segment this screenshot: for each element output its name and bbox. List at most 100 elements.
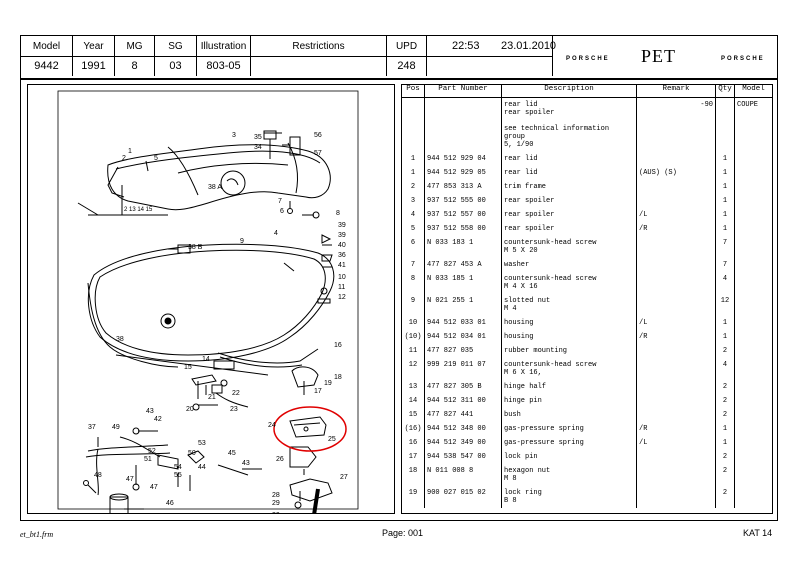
row-qty: 1 — [715, 180, 735, 194]
svg-text:43: 43 — [146, 408, 154, 415]
svg-text:55: 55 — [174, 472, 182, 479]
svg-text:2: 2 — [122, 155, 126, 162]
col-pos: Pos — [402, 85, 425, 98]
svg-text:21: 21 — [208, 394, 216, 401]
svg-text:27: 27 — [340, 474, 348, 481]
svg-text:47: 47 — [126, 476, 134, 483]
update-time: 22:53 — [452, 40, 480, 52]
sg-value: 03 — [169, 60, 182, 72]
row-model — [735, 330, 773, 344]
row-pos: 2 — [402, 180, 425, 194]
row-model — [735, 194, 773, 208]
row-description: rubber mounting — [501, 344, 637, 358]
row-qty: 4 — [715, 358, 735, 380]
row-part-number: 937 512 555 00 — [424, 194, 502, 208]
row-description: countersunk-head screw M 4 X 16 — [501, 272, 637, 294]
row-remark — [636, 272, 716, 294]
parts-diagram[interactable]: 1 2 5 3 38 A 35 34 56 57 7 6 8 4 39 39 4… — [27, 84, 395, 514]
svg-text:42: 42 — [154, 416, 162, 423]
svg-text:34: 34 — [254, 144, 262, 151]
row-remark: /L — [636, 436, 716, 450]
svg-text:40: 40 — [338, 242, 346, 249]
col-description: Description — [501, 85, 637, 98]
svg-text:47: 47 — [150, 484, 158, 491]
model-value: 9442 — [34, 60, 59, 72]
row-remark: (AUS) (S) — [636, 166, 716, 180]
row-remark — [636, 344, 716, 358]
row-qty: 7 — [715, 258, 735, 272]
row-part-number: N 033 183 1 — [424, 236, 502, 258]
footer-page: Page: 001 — [382, 528, 424, 538]
svg-text:50: 50 — [188, 450, 196, 457]
model-cell: Model 9442 — [21, 36, 73, 76]
svg-text:28: 28 — [272, 492, 280, 499]
row-part-number: 944 512 311 00 — [424, 394, 502, 408]
row-model — [735, 222, 773, 236]
row-qty: 1 — [715, 316, 735, 330]
exploded-view-illustration: 1 2 5 3 38 A 35 34 56 57 7 6 8 4 39 39 4… — [57, 90, 359, 514]
svg-text:48: 48 — [94, 472, 102, 479]
row-pos: 12 — [402, 358, 425, 380]
row-part-number: 477 853 313 A — [424, 180, 502, 194]
row-model — [735, 486, 773, 508]
svg-text:11: 11 — [338, 284, 345, 291]
row-remark: /R — [636, 330, 716, 344]
row-qty: 2 — [715, 464, 735, 486]
row-model — [735, 166, 773, 180]
svg-text:39: 39 — [338, 222, 346, 229]
illustration-label: Illustration — [200, 41, 247, 52]
row-qty: 1 — [715, 194, 735, 208]
row-pos: 19 — [402, 486, 425, 508]
row-model: COUPE — [737, 101, 759, 109]
svg-text:30: 30 — [272, 512, 280, 514]
row-pos: 3 — [402, 194, 425, 208]
row-qty: 2 — [715, 394, 735, 408]
header-bar: Model 9442 Year 1991 MG 8 SG 03 Illustra… — [21, 36, 777, 80]
row-remark — [636, 180, 716, 194]
document-frame: Model 9442 Year 1991 MG 8 SG 03 Illustra… — [20, 35, 778, 521]
row-remark: /R — [636, 222, 716, 236]
row-qty: 1 — [715, 422, 735, 436]
svg-text:36: 36 — [338, 252, 346, 259]
row-pos — [402, 97, 425, 152]
svg-text:54: 54 — [174, 464, 182, 471]
row-description: hexagon nut M 8 — [501, 464, 637, 486]
row-pos: 7 — [402, 258, 425, 272]
parts-table: Pos Part Number Description Remark Qty M… — [402, 85, 772, 508]
sg-label: SG — [168, 41, 183, 52]
row-qty: 2 — [715, 486, 735, 508]
svg-text:43: 43 — [242, 460, 250, 467]
row-qty: 1 — [715, 208, 735, 222]
row-qty: 1 — [715, 152, 735, 166]
svg-text:51: 51 — [144, 456, 152, 463]
row-description: countersunk-head screw M 5 X 20 — [501, 236, 637, 258]
svg-text:45: 45 — [228, 450, 236, 457]
row-part-number: 937 512 557 00 — [424, 208, 502, 222]
row-model — [735, 344, 773, 358]
row-model — [735, 208, 773, 222]
table-row[interactable]: rear lid rear spoiler see technical info… — [402, 97, 772, 152]
row-remark — [636, 380, 716, 394]
